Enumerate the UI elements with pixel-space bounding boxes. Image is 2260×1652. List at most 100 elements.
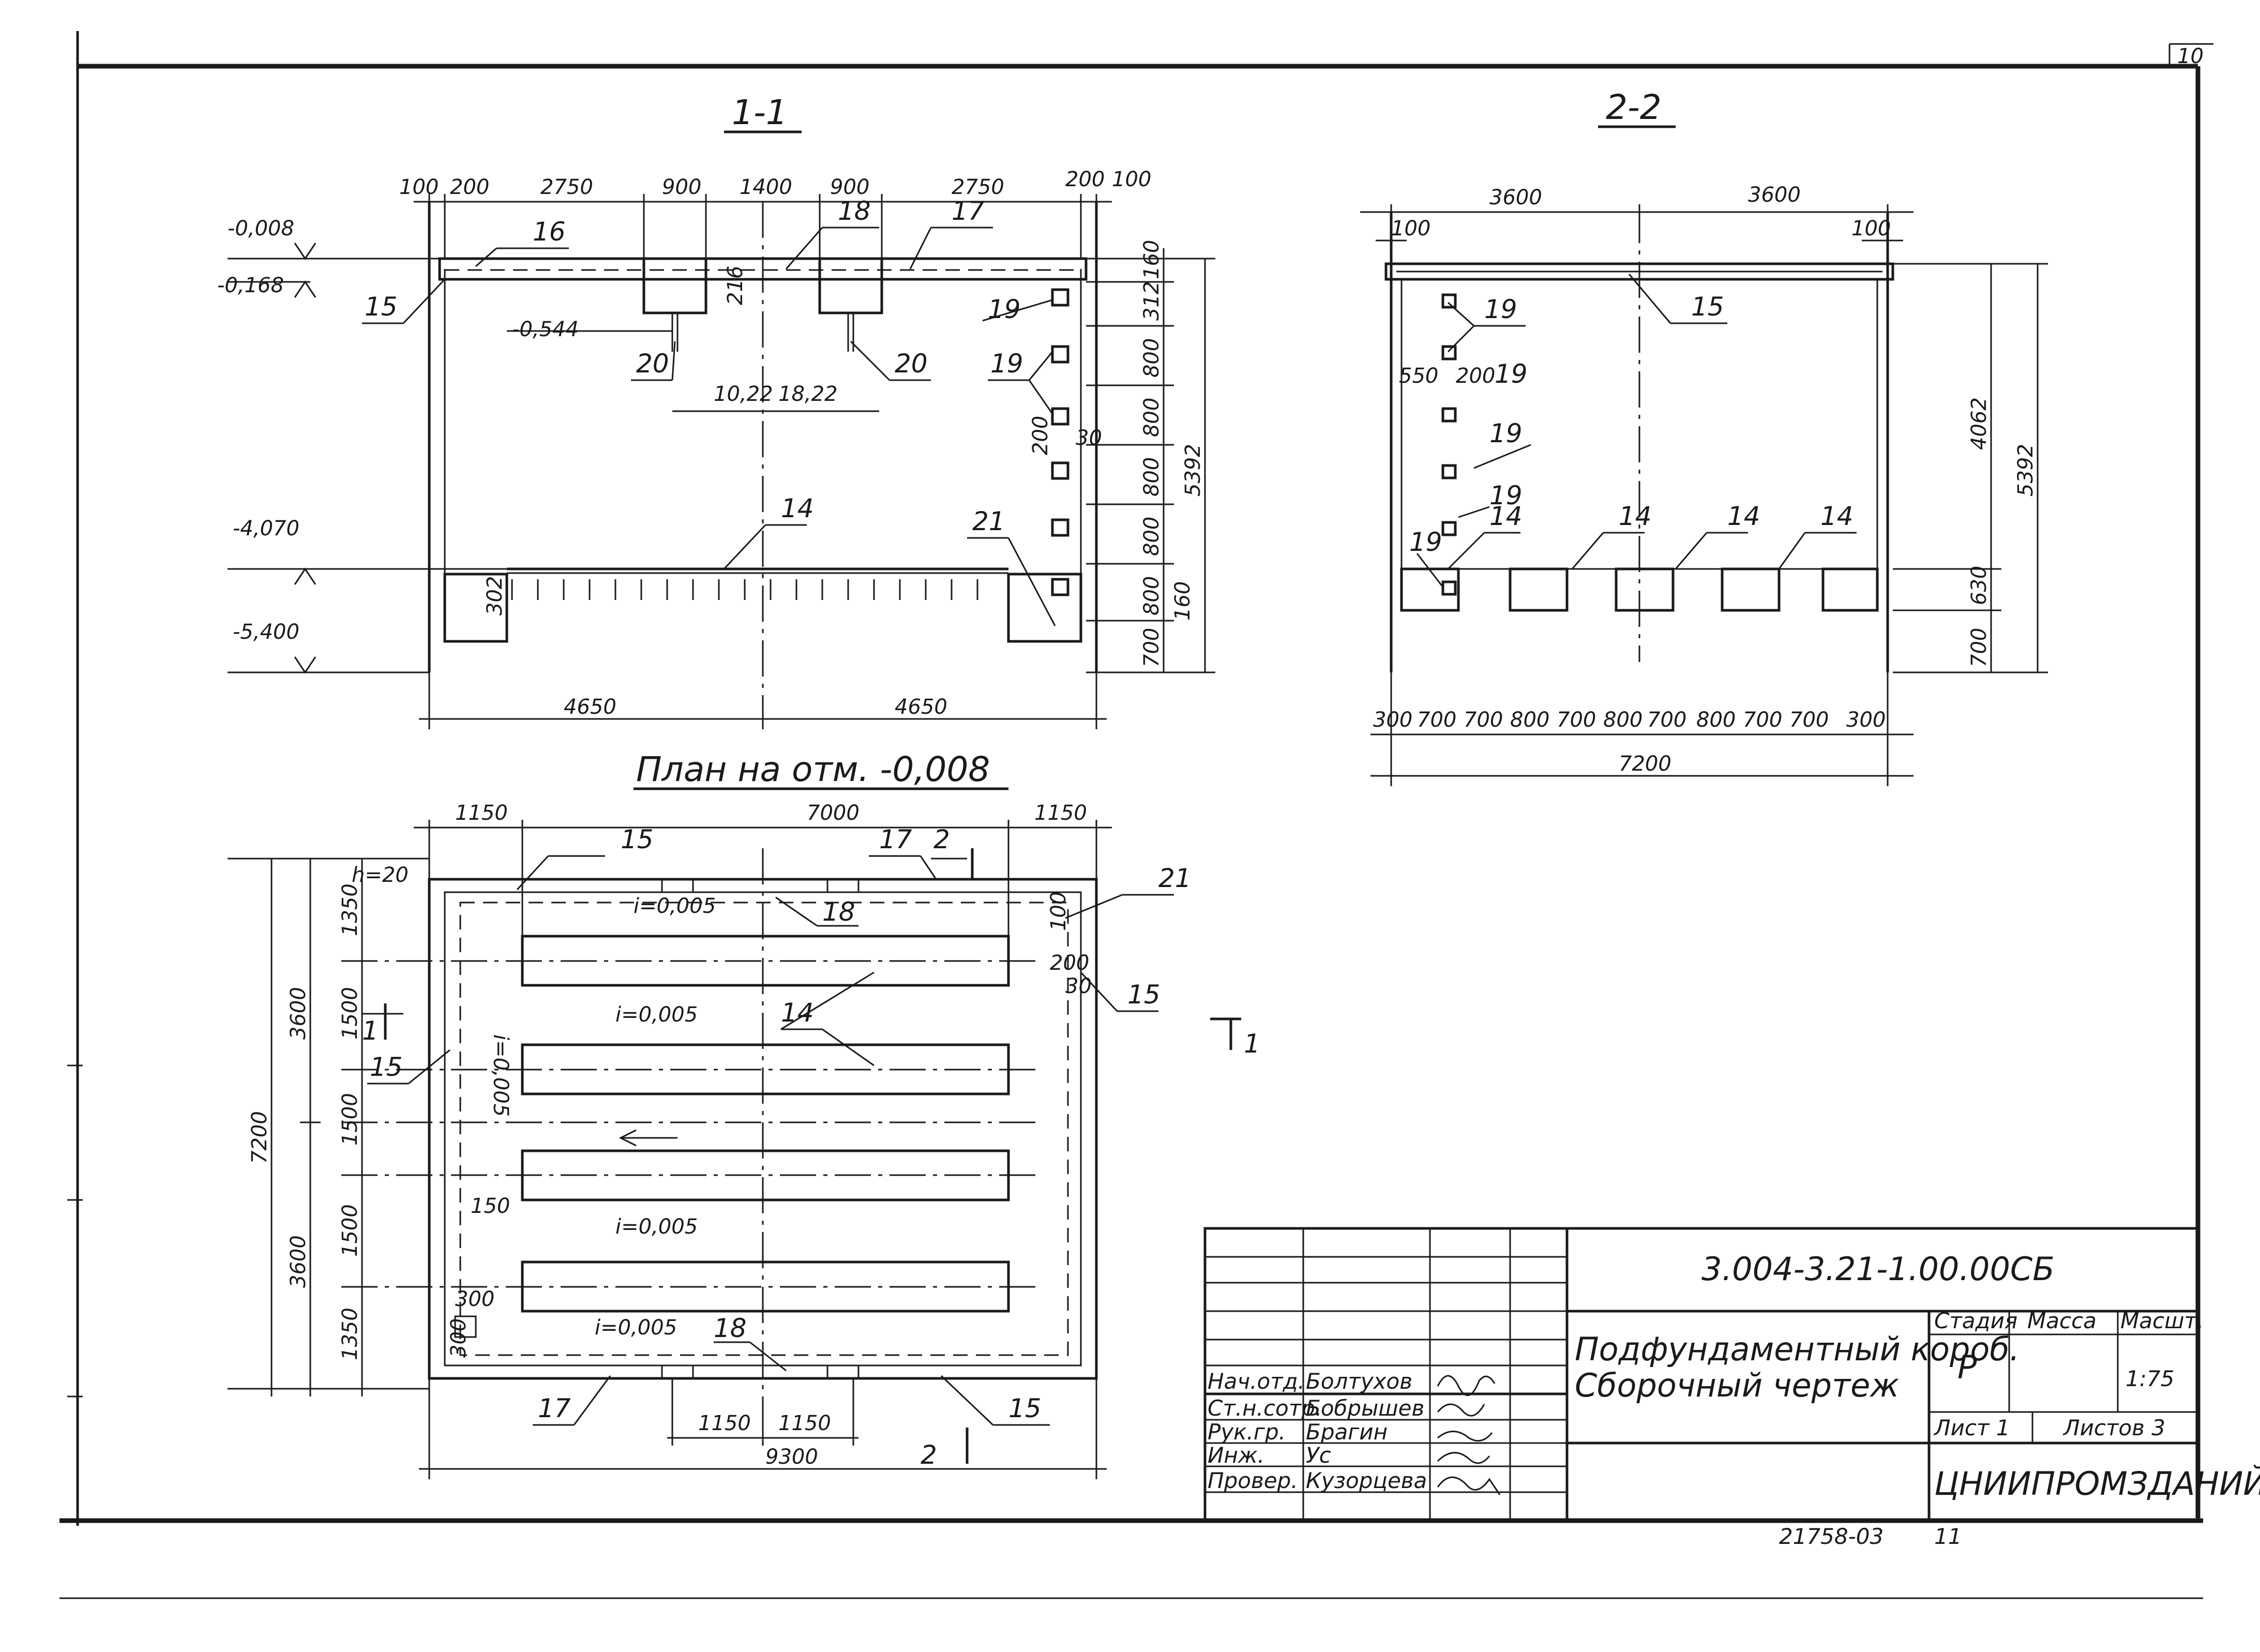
s1-dim-right-2: 312 <box>1140 281 1164 321</box>
plan-dim-in-5: 1350 <box>338 1308 362 1360</box>
s1-inner-4: 30 <box>1076 426 1102 450</box>
s2-dim-bot-8: 800 <box>1696 708 1736 732</box>
s1-dim-top-1: 100 <box>399 175 439 199</box>
s2-mark-14b: 14 <box>1619 501 1652 531</box>
plan-slope-5: i=0,005 <box>595 1316 677 1340</box>
plan-title: План на отм. -0,008 <box>636 749 990 789</box>
s1-dim-top-5: 1400 <box>740 175 792 199</box>
s1-mark-15: 15 <box>365 292 398 322</box>
s1-inner-5: 302 <box>483 576 507 615</box>
role-5: Провер. <box>1208 1468 1298 1493</box>
s2-dim-bot-4: 800 <box>1510 708 1549 732</box>
s1-dim-right-5: 800 <box>1140 457 1164 497</box>
s1-dim-right-total: 5392 <box>1181 444 1205 497</box>
plan-slope-2: i=0,005 <box>615 1003 698 1027</box>
s1-dim-right-6: 800 <box>1140 517 1164 556</box>
role-3: Рук.гр. <box>1208 1419 1286 1445</box>
s2-side-4: 200 <box>1456 364 1495 388</box>
s2-mark-19d: 19 <box>1489 480 1523 510</box>
plan-dim-left-total: 7200 <box>248 1111 272 1164</box>
s1-mark-16: 16 <box>533 217 566 247</box>
s2-dim-right-2: 630 <box>1967 566 1991 605</box>
s2-mark-14a: 14 <box>1489 501 1523 531</box>
s1-dim-right-7: 800 <box>1140 576 1164 615</box>
s2-dim-right-3: 700 <box>1967 628 1991 667</box>
header-scale: Масшт. <box>2120 1308 2204 1333</box>
plan-dim-bot-1: 1150 <box>698 1411 751 1435</box>
s1-mark-21: 21 <box>972 506 1005 536</box>
plan-dim-total: 9300 <box>765 1445 818 1469</box>
plan-misc-200: 200 <box>1050 951 1089 975</box>
s1-dim-right-1: 160 <box>1140 240 1164 279</box>
s2-dim-bot-11: 300 <box>1846 708 1886 732</box>
name-2: Бобрышев <box>1306 1395 1424 1421</box>
plan-dim-top-1: 1150 <box>455 801 508 825</box>
stage-value: Р <box>1957 1348 1977 1386</box>
plan-cut-1b: 1 <box>1244 1029 1260 1059</box>
s1-inner-1: 10,22 <box>714 382 773 406</box>
s2-dim-top-1: 3600 <box>1489 186 1542 209</box>
name-5: Кузорцева <box>1306 1468 1427 1493</box>
s1-inner-6: 216 <box>724 266 747 305</box>
s1-dim-top-2: 200 <box>450 175 489 199</box>
s1-mark-14: 14 <box>781 493 814 523</box>
s1-dim-right-3: 800 <box>1140 338 1164 378</box>
plan-misc-h20: h=20 <box>352 863 409 887</box>
s2-mark-15: 15 <box>1691 292 1724 322</box>
s2-mark-19e: 19 <box>1409 527 1442 557</box>
name-3: Брагин <box>1306 1419 1388 1445</box>
plan-cut-1a: 1 <box>362 1016 379 1046</box>
s1-dim-top-9: 100 <box>1112 168 1151 191</box>
role-1: Нач.отд. <box>1208 1369 1305 1394</box>
name-4: Ус <box>1306 1443 1331 1468</box>
s1-elev-4: -4,070 <box>233 517 299 540</box>
s1-elev-1: -0,008 <box>228 217 294 241</box>
plan-dim-top-3: 1150 <box>1034 801 1087 825</box>
plan-mark-18b: 18 <box>714 1313 747 1343</box>
s2-dim-bot-6: 800 <box>1603 708 1643 732</box>
s2-dim-bot-2: 700 <box>1417 708 1456 732</box>
plan-mark-18a: 18 <box>822 897 855 927</box>
plan-slope-4: i=0,005 <box>615 1215 698 1239</box>
s2-dim-top-2: 3600 <box>1748 183 1801 207</box>
plan-dim-bot-2: 1150 <box>778 1411 831 1435</box>
plan-dim-in-1: 1350 <box>338 883 362 936</box>
plan-slope-1: i=0,005 <box>634 894 716 918</box>
s1-mark-18: 18 <box>838 196 871 226</box>
role-4: Инж. <box>1208 1443 1264 1468</box>
s1-dim-top-4: 900 <box>662 175 701 199</box>
s1-mark-19b: 19 <box>990 349 1023 379</box>
plan-slope-3: i=0,005 <box>489 1034 513 1117</box>
s2-side-2: 100 <box>1851 217 1891 241</box>
header-mass: Масса <box>2027 1308 2097 1333</box>
plan-dim-left-1: 3600 <box>287 987 310 1040</box>
plan-mark-17a: 17 <box>879 824 912 854</box>
section-2-2: 2-2 3600 3600 100 1 <box>1360 87 2048 786</box>
plan-mark-15b: 15 <box>1127 980 1161 1010</box>
s2-mark-14c: 14 <box>1727 501 1760 531</box>
plan-mark-15d: 15 <box>1008 1393 1042 1423</box>
plan-misc-300b: 300 <box>447 1318 471 1358</box>
doc-title-1: Подфундаментный короб. <box>1575 1330 2020 1368</box>
s2-dim-bot-7: 700 <box>1647 708 1686 732</box>
s1-mark-20a: 20 <box>636 349 669 379</box>
plan-misc-300: 300 <box>455 1287 494 1311</box>
plan-cut-2b: 2 <box>921 1440 937 1470</box>
plan-mark-15a: 15 <box>621 824 654 854</box>
s2-mark-19b: 19 <box>1495 359 1528 389</box>
s1-inner-2: 18,22 <box>778 382 838 406</box>
sheet-number: 10 <box>2177 44 2204 68</box>
s1-inner-3: 200 <box>1029 416 1052 455</box>
sheets-value: Листов 3 <box>2062 1415 2165 1440</box>
doc-title-2: Сборочный чертеж <box>1575 1366 1899 1404</box>
plan-dim-left-2: 3600 <box>287 1235 310 1288</box>
s2-dim-right-1: 4062 <box>1967 397 1991 450</box>
plan-mark-15c: 15 <box>370 1052 403 1082</box>
plan-misc-100: 100 <box>1047 892 1071 931</box>
s2-side-1: 100 <box>1391 217 1430 241</box>
s1-dim-bottom-2: 4650 <box>895 695 947 719</box>
s2-dim-right-total: 5392 <box>2014 444 2038 497</box>
s2-side-3: 550 <box>1399 364 1438 388</box>
